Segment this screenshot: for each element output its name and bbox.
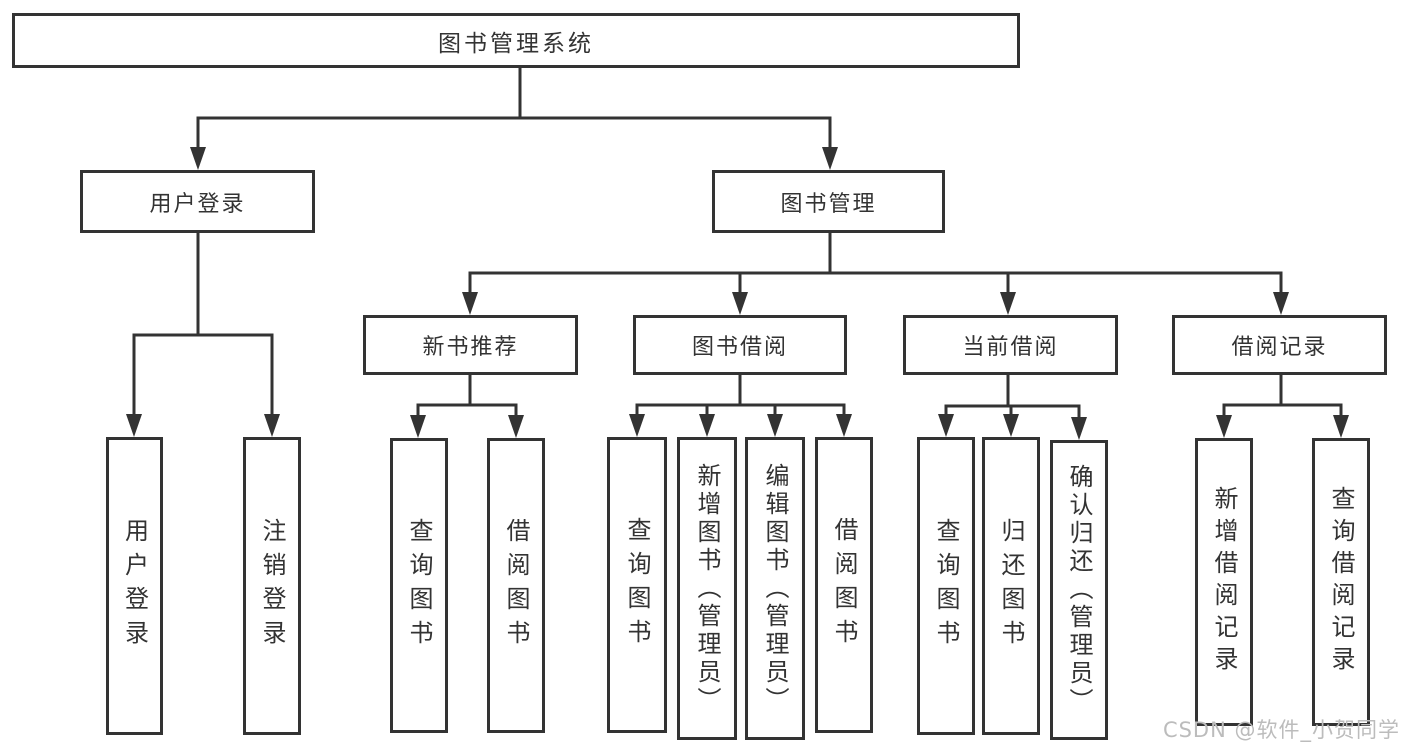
node-library-management-system: 图书管理系统: [12, 13, 1020, 68]
leaf-edit-books-admin: 编辑图书（管理员）: [745, 437, 805, 740]
leaf-query-books-borrowing: 查询图书: [607, 437, 667, 733]
arrowhead: [264, 414, 280, 437]
arrowhead: [1273, 292, 1289, 315]
arrowhead: [767, 414, 783, 437]
leaf-return-books: 归还图书: [982, 437, 1040, 735]
watermark: CSDN @软件_小贺同学: [1162, 718, 1400, 742]
arrowhead: [1000, 292, 1016, 315]
node-current-borrowing: 当前借阅: [903, 315, 1118, 375]
arrowhead: [699, 414, 715, 437]
leaf-confirm-return-admin: 确认归还（管理员）: [1050, 440, 1108, 740]
node-borrowing-records: 借阅记录: [1172, 315, 1387, 375]
leaf-borrow-books-recommend: 借阅图书: [487, 438, 545, 733]
arrowhead: [629, 414, 645, 437]
arrowhead: [938, 414, 954, 437]
leaf-user-login: 用户登录: [106, 437, 163, 735]
arrowhead: [1333, 415, 1349, 438]
arrowhead: [1216, 415, 1232, 438]
leaf-borrow-books-borrowing: 借阅图书: [815, 437, 873, 733]
leaf-query-books-current: 查询图书: [917, 437, 975, 735]
leaf-query-books-recommend: 查询图书: [390, 438, 448, 733]
leaf-add-borrowing-record: 新增借阅记录: [1195, 438, 1253, 726]
node-book-management: 图书管理: [712, 170, 945, 233]
node-new-book-recommendation: 新书推荐: [363, 315, 578, 375]
arrowhead: [410, 415, 426, 438]
node-user-login: 用户登录: [80, 170, 315, 233]
arrowhead: [732, 292, 748, 315]
arrowhead: [836, 414, 852, 437]
leaf-logout: 注销登录: [243, 437, 301, 735]
leaf-query-borrowing-record: 查询借阅记录: [1312, 438, 1370, 726]
arrowhead: [508, 415, 524, 438]
arrowhead: [1003, 414, 1019, 437]
arrowhead: [190, 147, 206, 170]
arrowhead: [126, 414, 142, 437]
arrowhead: [462, 292, 478, 315]
leaf-add-books-admin: 新增图书（管理员）: [677, 437, 737, 740]
arrowhead: [1071, 417, 1087, 440]
node-book-borrowing: 图书借阅: [633, 315, 847, 375]
arrowhead: [822, 147, 838, 170]
